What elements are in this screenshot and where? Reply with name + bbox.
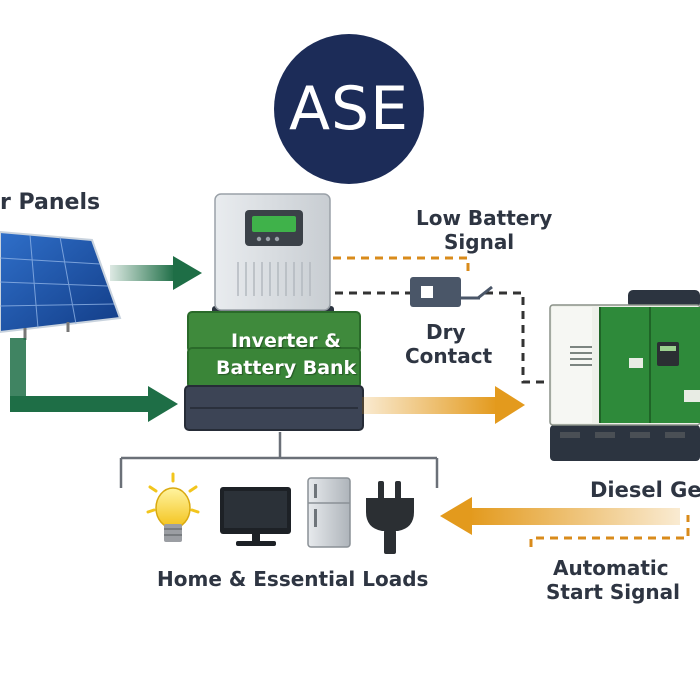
loads-bracket [119,432,439,488]
solar-panel-icon [0,230,122,340]
solar-panels-label: r Panels [0,190,101,215]
logo-text: ASE [288,74,410,144]
solar-to-battery-arrow [10,338,178,422]
power-plug-icon [366,481,414,554]
diesel-generator-label: Diesel Gen [590,478,700,502]
dry-contact-relay-icon [410,277,493,307]
automatic-start-signal-line [529,515,690,547]
inverter-icon [212,193,334,322]
battery-bank-icon [184,311,364,431]
low-battery-label-line2: Signal [444,230,515,254]
auto-start-label-line2: Start Signal [546,580,681,604]
ase-logo: ASE [274,34,424,184]
refrigerator-icon [307,477,351,548]
generator-to-loads-arrow [440,497,680,535]
low-battery-label-line1: Low Battery [416,206,553,230]
light-bulb-icon [146,472,200,542]
dry-contact-label-line1: Dry [426,320,466,344]
loads-label: Home & Essential Loads [157,567,429,591]
low-battery-signal-line [333,256,550,384]
diesel-generator-icon [549,290,700,461]
battery-bank-label-line1: Inverter & [231,330,341,352]
dry-contact-label-line2: Contact [405,344,493,368]
battery-bank-label-line2: Battery Bank [216,357,357,379]
auto-start-label-line1: Automatic [553,556,669,580]
solar-to-inverter-arrow [110,256,202,290]
monitor-icon [220,487,291,546]
battery-to-generator-arrow [362,386,525,424]
